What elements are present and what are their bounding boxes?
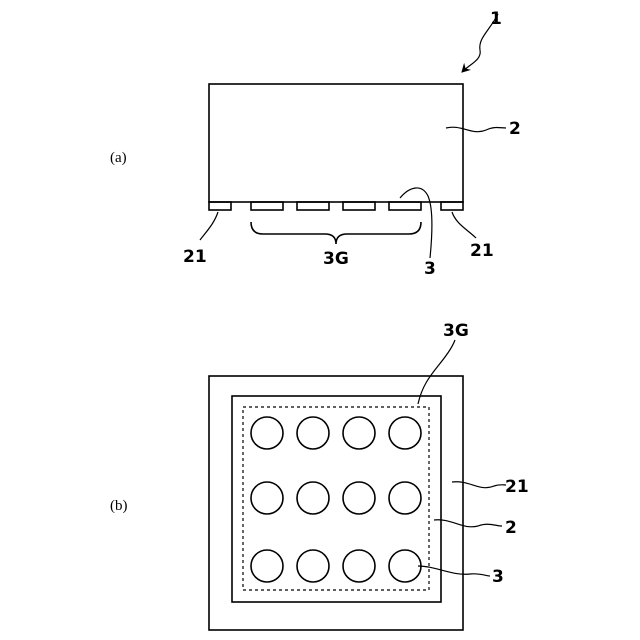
label-substrate: 21 [505, 477, 529, 497]
label-body-side: 2 [509, 119, 521, 139]
bottom-view: (b) 3G 21 2 3 [110, 321, 529, 630]
terminal-circle [297, 482, 329, 514]
label-terminal-group-side: 3G [323, 249, 349, 269]
label-substrate-right: 21 [470, 241, 494, 261]
label-body: 2 [505, 518, 517, 538]
terminal-side [297, 202, 329, 210]
leader-body [434, 520, 502, 527]
terminal-side [251, 202, 283, 210]
leader-body-side [446, 127, 506, 132]
terminal-side [343, 202, 375, 210]
body-side [209, 84, 463, 202]
terminal-grid [251, 417, 421, 582]
label-substrate-left: 21 [183, 247, 207, 267]
terminal-circle [389, 417, 421, 449]
substrate-outline [209, 376, 463, 630]
terminal-circle [389, 482, 421, 514]
terminal-circle [343, 550, 375, 582]
terminal-circle [297, 417, 329, 449]
leader-substrate [452, 482, 506, 488]
panel-label-b: (b) [110, 498, 128, 514]
terminal-circle [343, 417, 375, 449]
label-terminal-group: 3G [443, 321, 469, 341]
substrate-pad-left [209, 202, 231, 210]
terminal-circle [251, 417, 283, 449]
terminal-circle [343, 482, 375, 514]
panel-label-a: (a) [110, 150, 127, 166]
leader-terminal-group [418, 340, 455, 404]
terminal-circle [389, 550, 421, 582]
leader-terminal-side [400, 188, 432, 258]
terminal-circle [251, 550, 283, 582]
terminal-circle [251, 482, 283, 514]
label-device: 1 [490, 9, 502, 29]
terminal-group-brace [251, 222, 421, 244]
terminal-side [389, 202, 421, 210]
label-terminal-side: 3 [424, 259, 436, 279]
label-terminal: 3 [492, 567, 504, 587]
body-outline [232, 396, 441, 602]
side-view: (a) 1 2 21 3G 3 21 [110, 9, 521, 279]
substrate-pad-right [441, 202, 463, 210]
leader-substrate-left [200, 212, 218, 240]
leader-substrate-right [452, 212, 476, 238]
terminal-group-boundary [243, 407, 429, 590]
terminal-circle [297, 550, 329, 582]
